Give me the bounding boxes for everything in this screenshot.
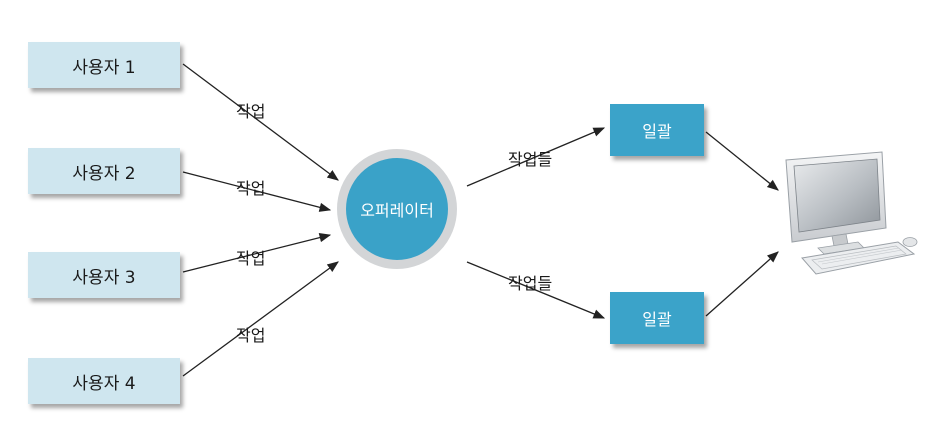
batch-box-label: 일괄: [642, 310, 672, 329]
user-box-label: 사용자 2: [72, 163, 136, 184]
user-box-3: 사용자 3: [28, 252, 180, 298]
operator-label: 오퍼레이터: [360, 201, 434, 220]
arrow-batch2-to-computer: [705, 251, 779, 317]
arrow-operator-to-batch1: [466, 127, 606, 187]
desktop-computer-icon: [785, 151, 918, 275]
arrow-user4-to-operator: [182, 261, 339, 377]
batch-box-2: 일괄: [610, 292, 704, 344]
edge-label-user4: 작업: [236, 326, 266, 345]
user-box-1: 사용자 1: [28, 42, 180, 88]
arrow-user1-to-operator: [182, 63, 339, 181]
user-box-label: 사용자 3: [72, 267, 136, 288]
edge-label-user1: 작업: [236, 102, 266, 121]
user-box-label: 사용자 4: [72, 373, 136, 394]
edge-label-user2: 작업: [236, 179, 266, 198]
arrow-user3-to-operator: [182, 233, 332, 273]
edge-label-jobs-bottom: 작업들: [508, 274, 553, 293]
user-box-2: 사용자 2: [28, 148, 180, 194]
edge-label-jobs-top: 작업들: [508, 150, 553, 169]
arrow-operator-to-batch2: [466, 261, 606, 319]
user-box-4: 사용자 4: [28, 358, 180, 404]
arrow-user2-to-operator: [182, 171, 332, 212]
batch-box-label: 일괄: [642, 122, 672, 141]
edge-label-user3: 작업: [236, 249, 266, 268]
operator-node: 오퍼레이터: [337, 149, 457, 269]
user-box-label: 사용자 1: [72, 57, 136, 78]
arrow-batch1-to-computer: [705, 131, 779, 191]
batch-box-1: 일괄: [610, 104, 704, 156]
